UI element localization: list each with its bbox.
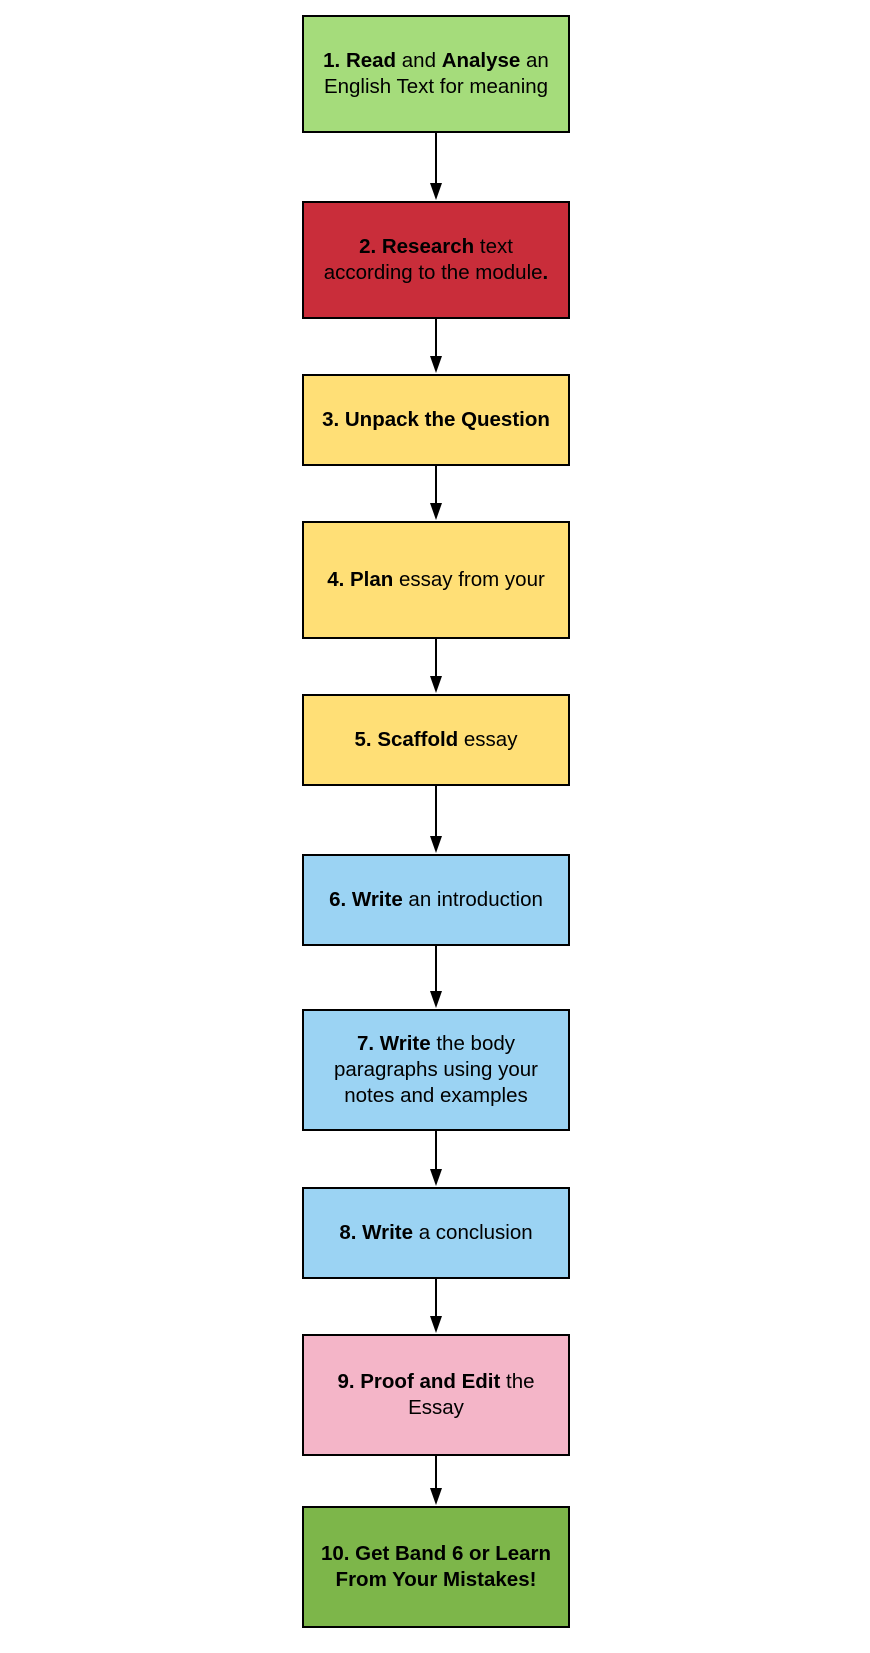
step-label-text: an introduction <box>402 888 543 911</box>
step-research: 2. Research text according to the module… <box>302 201 570 319</box>
step-label-text: a conclusion <box>413 1221 533 1244</box>
step-label: 6. Write an introduction <box>329 887 543 913</box>
step-label-text: the body paragraphs using your notes and… <box>334 1032 538 1107</box>
step-label-text: the Essay <box>408 1370 535 1419</box>
arrow-head-icon <box>430 1316 442 1333</box>
step-label-bold: 8. Write <box>339 1221 413 1244</box>
arrow-head-icon <box>430 1169 442 1186</box>
step-label-bold: 7. Write <box>356 1032 431 1055</box>
arrow-head-icon <box>430 356 442 373</box>
step-label: 9. Proof and Edit the Essay <box>312 1369 560 1421</box>
step-label-text: essay from your <box>393 568 545 591</box>
step-label-text: text according to the module <box>323 235 543 284</box>
step-label: 3. Unpack the Question <box>322 407 550 433</box>
step-label: 5. Scaffold essay <box>355 727 518 753</box>
step-label-text: and <box>396 49 442 72</box>
step-label: 7. Write the body paragraphs using your … <box>312 1031 560 1109</box>
step-label-bold: . <box>542 261 549 284</box>
step-read-analyse: 1. Read and Analyse an English Text for … <box>302 15 570 133</box>
step-label-bold: 1. Read <box>323 49 397 72</box>
step-label-text: essay <box>458 728 518 751</box>
step-label-bold: 9. Proof and Edit <box>337 1370 501 1393</box>
arrow-head-icon <box>430 836 442 853</box>
arrow-head-icon <box>430 991 442 1008</box>
step-label: 1. Read and Analyse an English Text for … <box>312 48 560 100</box>
step-proof-edit: 9. Proof and Edit the Essay <box>302 1334 570 1456</box>
step-write-introduction: 6. Write an introduction <box>302 854 570 946</box>
step-label-bold: 6. Write <box>329 888 403 911</box>
step-label: 4. Plan essay from your <box>327 567 545 593</box>
step-unpack-question: 3. Unpack the Question <box>302 374 570 466</box>
step-write-conclusion: 8. Write a conclusion <box>302 1187 570 1279</box>
step-label: 2. Research text according to the module… <box>312 234 560 286</box>
step-plan: 4. Plan essay from your <box>302 521 570 639</box>
step-label-text: an English Text for meaning <box>323 49 549 98</box>
step-label-bold: 10. Get Band 6 or Learn From Your Mistak… <box>320 1542 552 1591</box>
arrow-head-icon <box>430 503 442 520</box>
step-label: 8. Write a conclusion <box>339 1220 532 1246</box>
step-label-bold: 3. Unpack the Question <box>322 408 550 431</box>
step-label-bold: Analyse <box>441 49 521 72</box>
step-label-bold: 5. Scaffold <box>354 728 459 751</box>
arrow-head-icon <box>430 676 442 693</box>
step-band-6: 10. Get Band 6 or Learn From Your Mistak… <box>302 1506 570 1628</box>
arrow-head-icon <box>430 1488 442 1505</box>
step-label: 10. Get Band 6 or Learn From Your Mistak… <box>312 1541 560 1593</box>
step-scaffold: 5. Scaffold essay <box>302 694 570 786</box>
step-write-body: 7. Write the body paragraphs using your … <box>302 1009 570 1131</box>
step-label-bold: 2. Research <box>359 235 475 258</box>
step-label-bold: 4. Plan <box>327 568 394 591</box>
arrow-head-icon <box>430 183 442 200</box>
